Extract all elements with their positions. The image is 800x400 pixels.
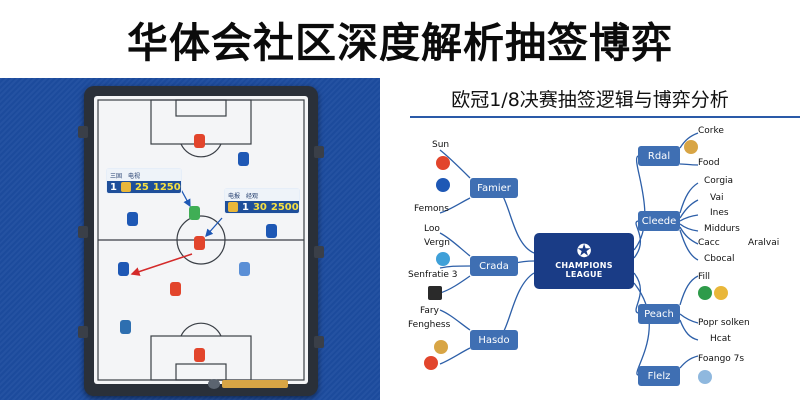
page-title: 华体会社区深度解析抽签博弈 [127, 19, 673, 67]
scoreboard-label-b: 电视 [128, 172, 141, 180]
leaf: Femons [414, 204, 449, 214]
player-red [194, 236, 205, 250]
club-crest-icon [698, 286, 712, 300]
board-handle [222, 380, 288, 388]
leaf: Foango 7s [698, 354, 745, 364]
leaf: Fenghess [408, 320, 451, 330]
scoreboard-value: 2500 [270, 201, 299, 213]
node-right-3: Peach [638, 304, 680, 324]
tactics-panel: 三固 电视 1 25 1250 电报 经观 1 [0, 78, 380, 400]
soccer-field: 三固 电视 1 25 1250 电报 经观 1 [94, 96, 308, 384]
leaf: Hcat [710, 334, 731, 344]
scoreboard-1: 三固 电视 1 25 1250 [106, 168, 182, 194]
node-left-3: Hasdo [470, 330, 518, 350]
club-crest-icon [436, 178, 450, 192]
trophy-icon [434, 340, 448, 354]
club-crest-icon [436, 156, 450, 170]
field-markings [97, 99, 305, 381]
leaf: Food [698, 158, 720, 168]
node-right-2: Cleede [638, 211, 680, 231]
leaf: Fill [698, 272, 711, 282]
trophy-icon [684, 140, 698, 154]
leaf: Cbocal [704, 254, 735, 264]
scoreboard-away: 30 [252, 201, 267, 213]
club-crest-icon [714, 286, 728, 300]
leaf: Corgia [704, 176, 734, 186]
club-crest-icon [436, 252, 450, 266]
board-clip [78, 126, 88, 138]
scoreboard-value: 1250 [152, 181, 181, 193]
tactics-board: 三固 电视 1 25 1250 电报 经观 1 [78, 86, 324, 396]
board-clip [314, 246, 324, 258]
goalkeeper-green [189, 206, 200, 220]
leaf: Senfratie 3 [408, 270, 458, 280]
board-clip [78, 326, 88, 338]
board-clip [314, 146, 324, 158]
header-banner: 华体会社区深度解析抽签博弈 [0, 0, 800, 78]
leaf: Ines [710, 208, 729, 218]
leaf: Fary [420, 306, 439, 316]
scoreboard-label-b: 经观 [246, 192, 259, 200]
champions-league-hub: ✪ CHAMPIONS LEAGUE [534, 233, 634, 289]
node-right-1: Rdal [638, 146, 680, 166]
player-red [194, 134, 205, 148]
player-blue [127, 212, 138, 226]
board-clip [78, 226, 88, 238]
scoreboard-label-a: 三固 [110, 172, 123, 180]
leaf: Corke [698, 126, 724, 136]
club-crest-icon [428, 286, 442, 300]
scoreboard-home: 1 [110, 181, 117, 193]
divider-line [410, 116, 800, 118]
club-crest-icon [698, 370, 712, 384]
scoreboard-away: 25 [134, 181, 149, 193]
node-left-1: Famier [470, 178, 518, 198]
hub-line2: LEAGUE [565, 270, 603, 279]
club-crest-icon [120, 182, 131, 192]
leaf: Vergn [424, 238, 450, 248]
leaf: Loo [424, 224, 440, 234]
player-blue [266, 224, 277, 238]
club-crest-icon [424, 356, 438, 370]
leaf: Popr solken [698, 318, 750, 328]
scoreboard-label-a: 电报 [228, 192, 241, 200]
leaf: Sun [432, 140, 450, 150]
club-crest-icon [228, 202, 238, 212]
node-right-4: Flelz [638, 366, 680, 386]
subtitle: 欧冠1/8决赛抽签逻辑与博弈分析 [451, 89, 729, 111]
leaf: Middurs [704, 224, 740, 234]
mindmap-panel: 欧冠1/8决赛抽签逻辑与博弈分析 [380, 78, 800, 400]
player-blue [120, 320, 131, 334]
leaf: Vai [710, 193, 724, 203]
scoreboard-2: 电报 经观 1 30 2500 [224, 188, 300, 214]
player-red [194, 348, 205, 362]
mindmap-connectors [439, 132, 699, 376]
starball-icon: ✪ [576, 241, 592, 262]
player-blue [238, 152, 249, 166]
leaf: Cacc [698, 238, 720, 248]
player-red [170, 282, 181, 296]
hub-line1: CHAMPIONS [555, 261, 613, 270]
board-knob [208, 379, 220, 389]
board-clip [314, 336, 324, 348]
player-blue [118, 262, 129, 276]
node-left-2: Crada [470, 256, 518, 276]
scoreboard-home: 1 [242, 201, 249, 213]
leaf: Aralvai [748, 238, 780, 248]
player-lightblue [239, 262, 250, 276]
